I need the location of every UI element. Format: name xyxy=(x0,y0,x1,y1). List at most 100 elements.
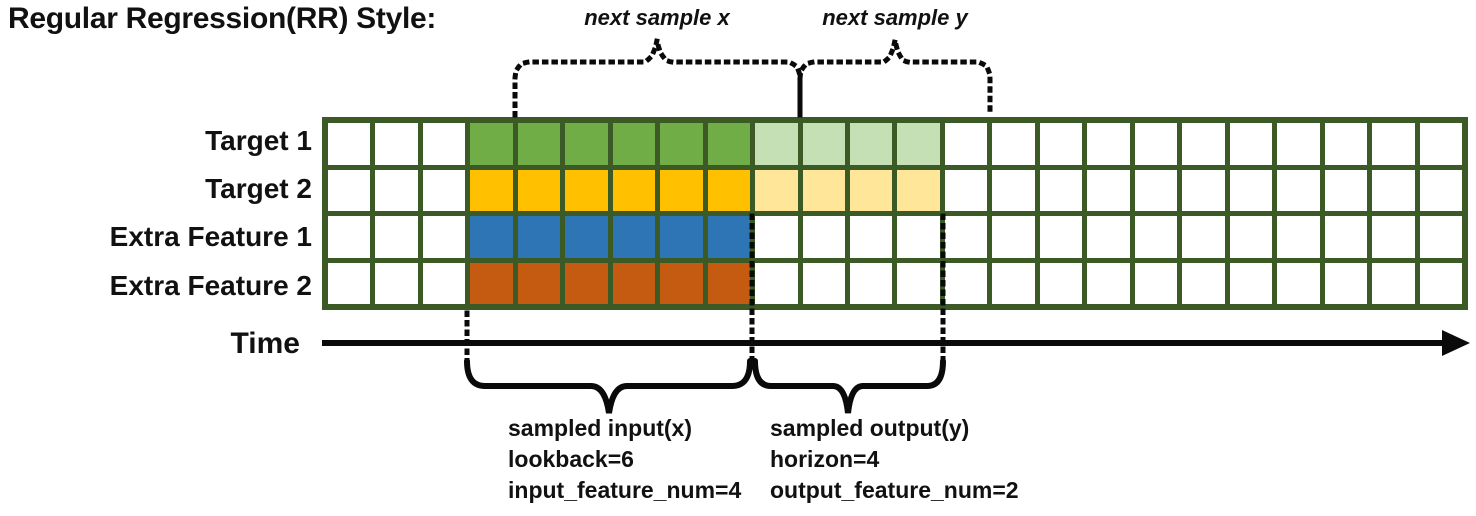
time-axis-label: Time xyxy=(230,327,300,360)
sampled-output-brace xyxy=(752,358,946,414)
grid-cell xyxy=(802,169,846,211)
grid-cell xyxy=(850,262,893,304)
grid-cell xyxy=(1277,216,1320,258)
grid-cell xyxy=(612,262,656,304)
grid-cell xyxy=(1372,262,1415,304)
grid-cell xyxy=(1134,123,1178,165)
grid-cell xyxy=(470,169,513,211)
grid-cell xyxy=(375,216,418,258)
grid-cell xyxy=(992,216,1035,258)
grid-cell xyxy=(802,123,846,165)
grid-cell xyxy=(897,123,940,165)
grid-cell xyxy=(612,169,656,211)
grid-cell xyxy=(1134,216,1178,258)
horizon-value: horizon=4 xyxy=(770,446,880,472)
time-series-grid xyxy=(322,117,1468,310)
grid-cell xyxy=(1039,216,1083,258)
grid-cell xyxy=(707,216,751,258)
grid-cell xyxy=(802,262,846,304)
next-sample-y-label: next sample y xyxy=(822,5,968,30)
grid-cell xyxy=(517,123,561,165)
row-label-extra-feature-1: Extra Feature 1 xyxy=(109,221,312,252)
grid-cell xyxy=(1229,216,1273,258)
grid-cell xyxy=(1419,123,1462,165)
grid-cell xyxy=(1419,216,1462,258)
sampled-output-title: sampled output(y) xyxy=(770,415,970,441)
grid-cell xyxy=(850,216,893,258)
input-feature-num-value: input_feature_num=4 xyxy=(508,477,742,503)
grid-cell xyxy=(660,169,703,211)
grid-cell xyxy=(850,169,893,211)
grid-cell xyxy=(517,216,561,258)
next-sample-y-brace xyxy=(797,39,993,118)
grid-cell xyxy=(1182,169,1225,211)
grid-cell xyxy=(1182,216,1225,258)
grid-cell xyxy=(517,262,561,304)
grid-cell xyxy=(1182,262,1225,304)
grid-cell xyxy=(755,169,798,211)
grid-cell xyxy=(944,123,988,165)
grid-cell xyxy=(565,262,608,304)
grid-cell xyxy=(1277,123,1320,165)
grid-cell xyxy=(1324,262,1368,304)
diagram-title: Regular Regression(RR) Style: xyxy=(8,2,437,35)
grid-cell xyxy=(1372,123,1415,165)
grid-cell xyxy=(517,169,561,211)
grid-cell xyxy=(328,123,371,165)
grid-cell xyxy=(897,262,940,304)
grid-cell xyxy=(1087,216,1130,258)
grid-cell xyxy=(1039,169,1083,211)
grid-cell xyxy=(565,216,608,258)
grid-cell xyxy=(944,262,988,304)
grid-cell xyxy=(1087,169,1130,211)
grid-cell xyxy=(1324,123,1368,165)
grid-cell xyxy=(850,123,893,165)
grid-cell xyxy=(1134,169,1178,211)
row-label-target-1: Target 1 xyxy=(205,125,312,156)
grid-cell xyxy=(1182,123,1225,165)
grid-cell xyxy=(1039,262,1083,304)
grid-cell xyxy=(470,262,513,304)
grid-cell xyxy=(755,216,798,258)
grid-cell xyxy=(944,169,988,211)
grid-cell xyxy=(565,169,608,211)
grid-cell xyxy=(1087,262,1130,304)
grid-cell xyxy=(1134,262,1178,304)
grid-cell xyxy=(328,216,371,258)
grid-cell xyxy=(1324,216,1368,258)
output-feature-num-value: output_feature_num=2 xyxy=(770,477,1019,503)
grid-cell xyxy=(422,123,466,165)
grid-cell xyxy=(944,216,988,258)
grid-cell xyxy=(1229,123,1273,165)
grid-cell xyxy=(1087,123,1130,165)
grid-cell xyxy=(992,123,1035,165)
next-sample-x-label: next sample x xyxy=(584,5,730,30)
grid-cell xyxy=(1419,262,1462,304)
grid-cell xyxy=(755,123,798,165)
grid-cell xyxy=(707,169,751,211)
grid-cell xyxy=(1277,262,1320,304)
row-label-extra-feature-2: Extra Feature 2 xyxy=(109,270,312,301)
grid-cell xyxy=(375,262,418,304)
grid-cell xyxy=(992,262,1035,304)
grid-cell xyxy=(660,262,703,304)
grid-cell xyxy=(612,216,656,258)
sampled-output-note: sampled output(y) horizon=4 output_featu… xyxy=(770,413,1019,506)
grid-cell xyxy=(565,123,608,165)
grid-cell xyxy=(660,216,703,258)
grid-cell xyxy=(992,169,1035,211)
grid-cell xyxy=(1229,262,1273,304)
grid-cell xyxy=(1277,169,1320,211)
next-sample-x-brace xyxy=(512,39,803,118)
grid-cell xyxy=(897,216,940,258)
grid-cell xyxy=(1372,169,1415,211)
sampled-input-title: sampled input(x) xyxy=(508,415,693,441)
grid-cell xyxy=(422,262,466,304)
grid-cell xyxy=(612,123,656,165)
grid-cell xyxy=(1324,169,1368,211)
grid-cell xyxy=(422,216,466,258)
grid-cell xyxy=(1039,123,1083,165)
grid-cell xyxy=(375,123,418,165)
grid-cell xyxy=(897,169,940,211)
grid-cell xyxy=(1229,169,1273,211)
